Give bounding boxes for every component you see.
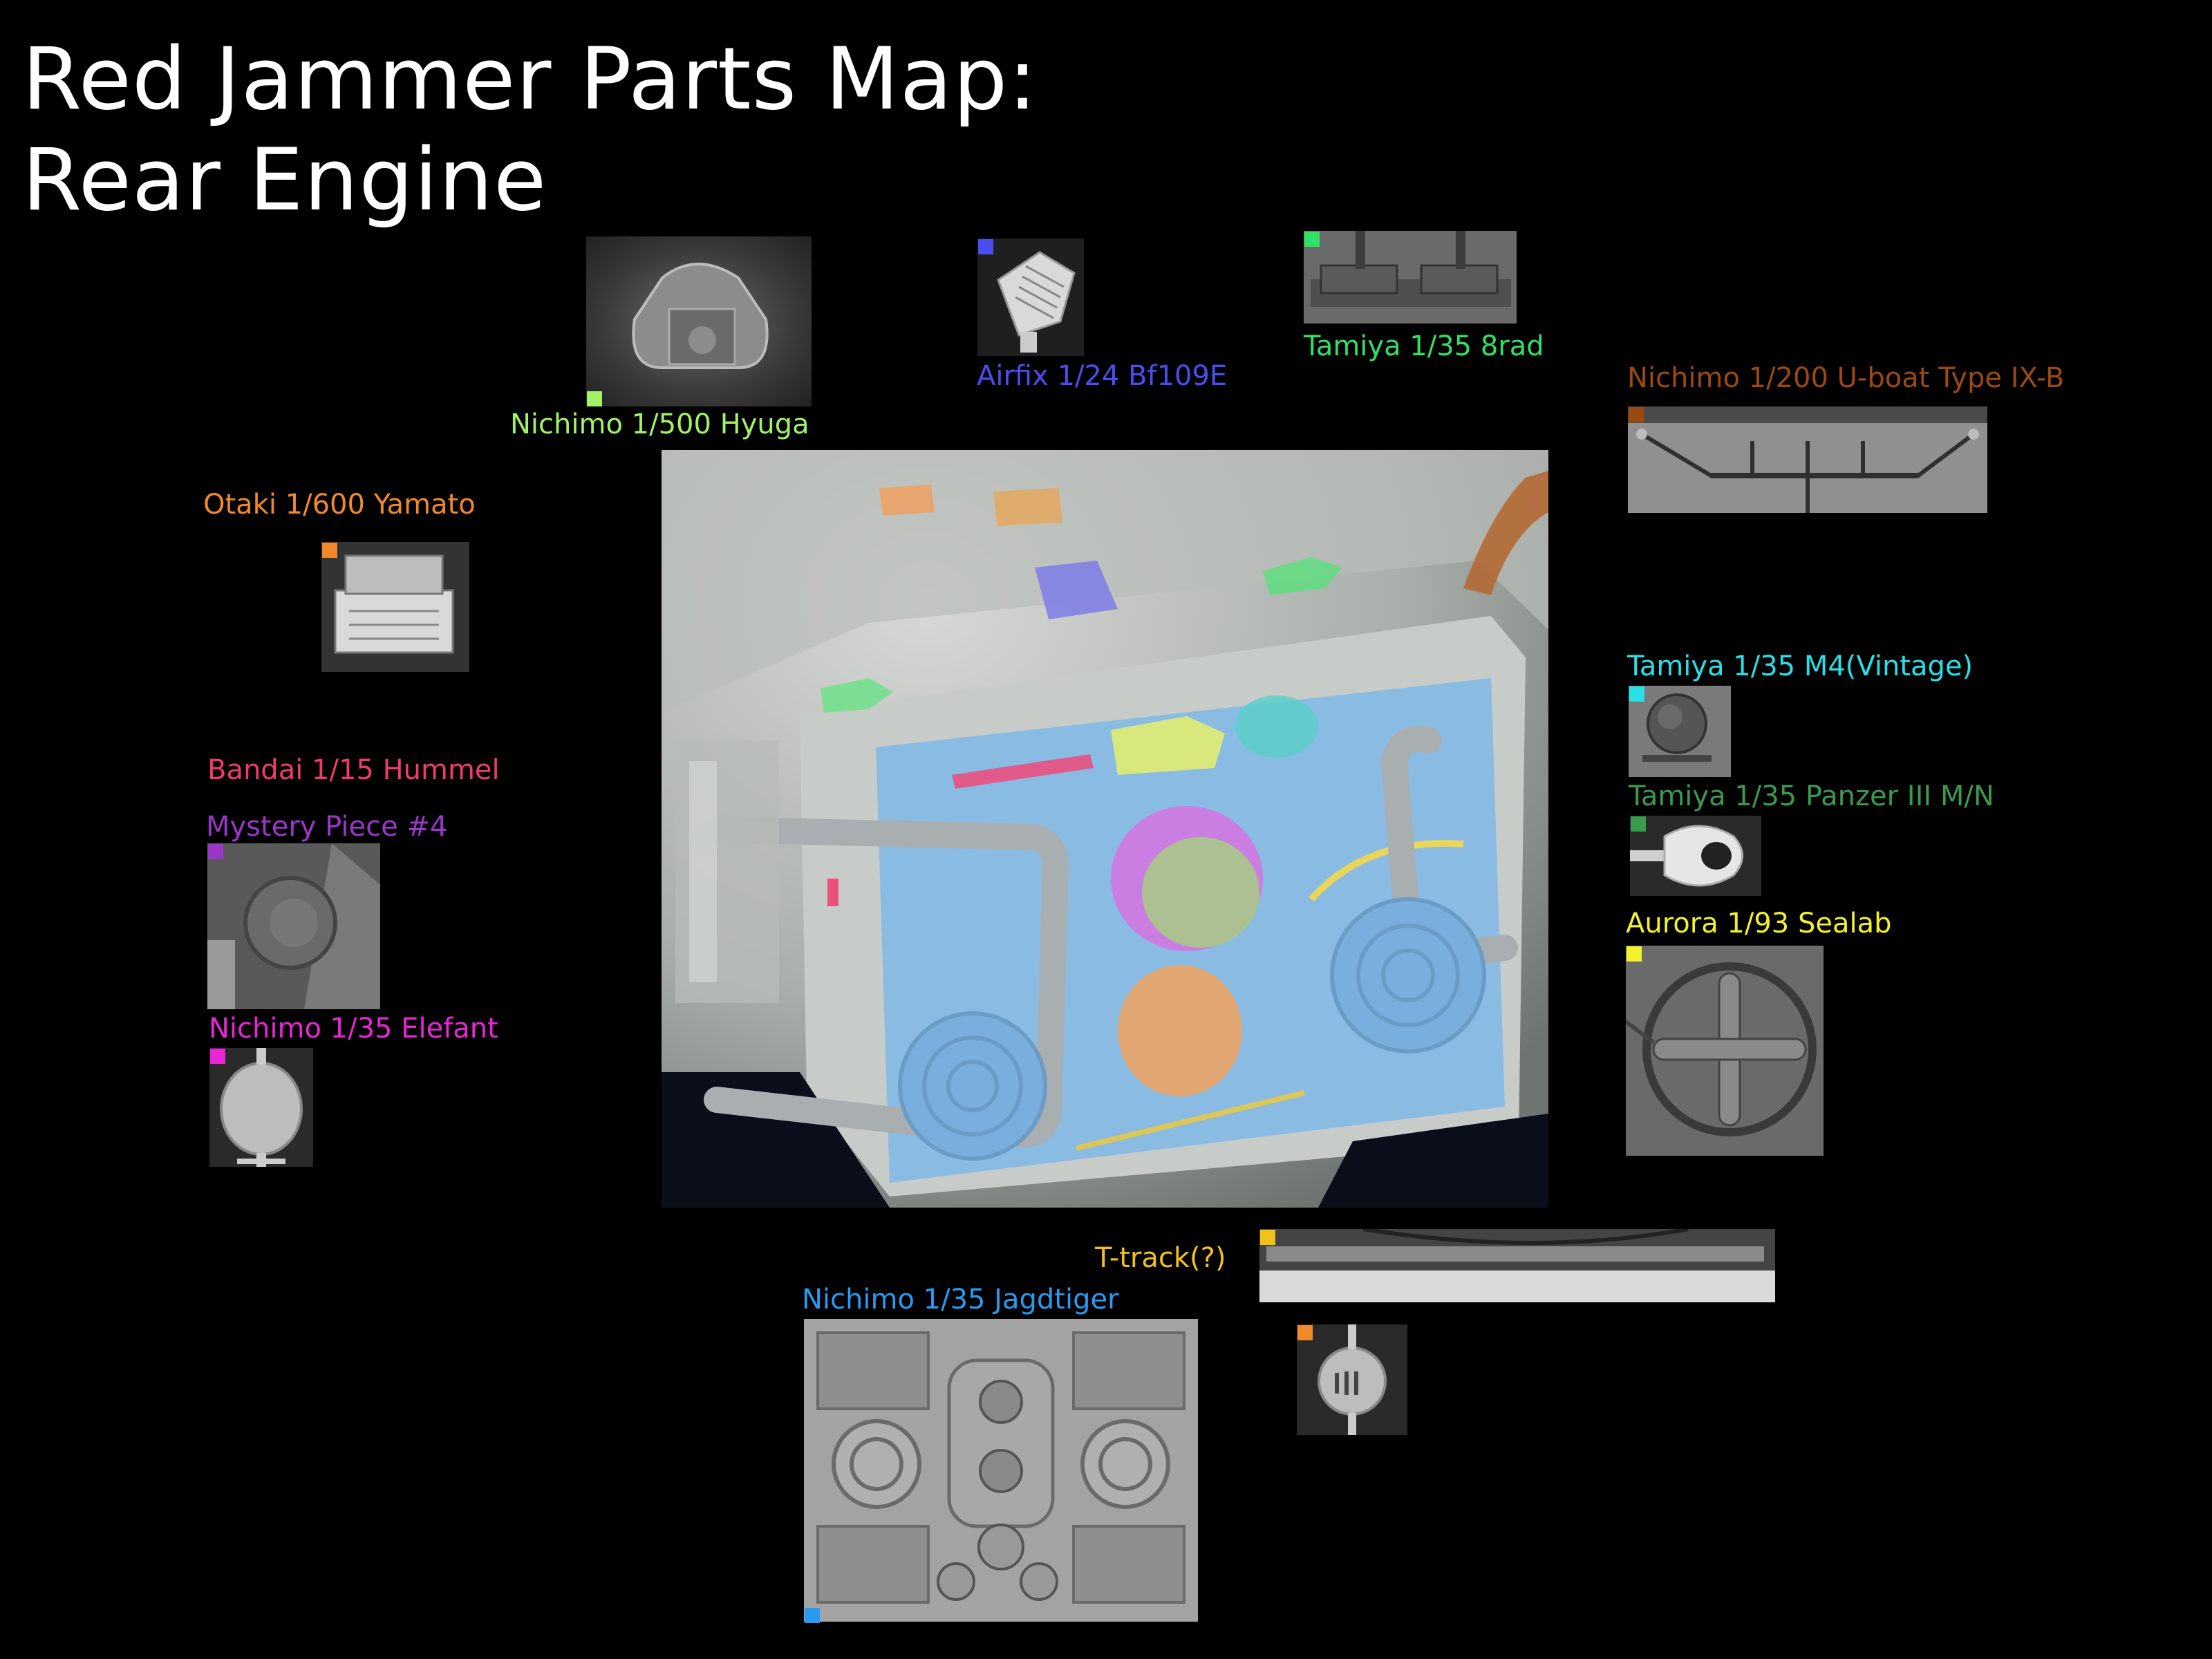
orange-part-marker (1297, 1325, 1313, 1340)
orange-part-shape (1318, 1324, 1387, 1435)
ttrack-marker (1260, 1230, 1275, 1245)
8rad-label: Tamiya 1/35 8rad (1304, 330, 1544, 362)
yamato-marker (322, 543, 337, 558)
yamato-label: Otaki 1/600 Yamato (203, 489, 476, 521)
panzer-label: Tamiya 1/35 Panzer III M/N (1629, 780, 1994, 812)
uboat-part-photo (1628, 406, 1987, 513)
elefant-label: Nichimo 1/35 Elefant (209, 1013, 498, 1044)
title-line-2: Rear Engine (22, 131, 547, 230)
orange-part-photo (1297, 1324, 1407, 1435)
m4-part-shape (1642, 693, 1712, 762)
m4-marker (1629, 686, 1644, 702)
jagdtiger-part-photo (804, 1319, 1198, 1622)
mystery-part-shape (207, 843, 380, 1009)
uboat-part-shape (1628, 406, 1987, 513)
sealab-part-shape (1626, 962, 1817, 1136)
hyuga-label: Nichimo 1/500 Hyuga (510, 409, 809, 440)
m4-part-photo (1629, 686, 1731, 777)
jagdtiger-marker (805, 1608, 820, 1623)
8rad-part-photo (1304, 231, 1517, 324)
panzer-marker (1631, 816, 1646, 832)
mystery-marker (208, 844, 223, 859)
page-title: Red Jammer Parts Map: Rear Engine (22, 29, 1038, 231)
elefant-part-shape (220, 1048, 303, 1167)
panzer-part-shape (1630, 825, 1743, 887)
hummel-label: Bandai 1/15 Hummel (207, 754, 500, 786)
bf109-part-shape (997, 251, 1076, 353)
hyuga-part-photo (586, 236, 812, 406)
ttrack-part-shape (1259, 1229, 1775, 1271)
uboat-marker (1629, 407, 1644, 422)
bf109-marker (978, 239, 993, 254)
8rad-part-shape (1311, 231, 1511, 307)
main-engine-photo (662, 450, 1548, 1208)
sealab-marker (1627, 946, 1642, 962)
uboat-label: Nichimo 1/200 U-boat Type IX-B (1627, 362, 2065, 394)
sealab-part-photo (1626, 946, 1824, 1156)
panzer-part-photo (1630, 816, 1761, 896)
elefant-marker (210, 1049, 225, 1064)
bf109-part-photo (977, 238, 1084, 356)
ttrack-part-photo (1259, 1229, 1775, 1302)
ttrack-label: T-track(?) (1095, 1242, 1226, 1274)
jagdtiger-part-shape (804, 1319, 1198, 1622)
title-line-1: Red Jammer Parts Map: (22, 30, 1038, 129)
jagdtiger-label: Nichimo 1/35 Jagdtiger (802, 1284, 1119, 1315)
bf109-label: Airfix 1/24 Bf109E (977, 360, 1228, 392)
hyuga-marker (587, 391, 602, 406)
8rad-marker (1304, 232, 1320, 247)
yamato-part-photo (321, 542, 469, 672)
elefant-part-photo (209, 1048, 313, 1167)
hyuga-part-shape (632, 263, 769, 369)
mystery-label: Mystery Piece #4 (206, 811, 448, 843)
mystery-part-photo (207, 843, 380, 1009)
yamato-part-shape (334, 554, 454, 654)
sealab-label: Aurora 1/93 Sealab (1626, 908, 1892, 939)
engine-model-illustration (662, 450, 1548, 1208)
m4-label: Tamiya 1/35 M4(Vintage) (1627, 650, 1974, 682)
